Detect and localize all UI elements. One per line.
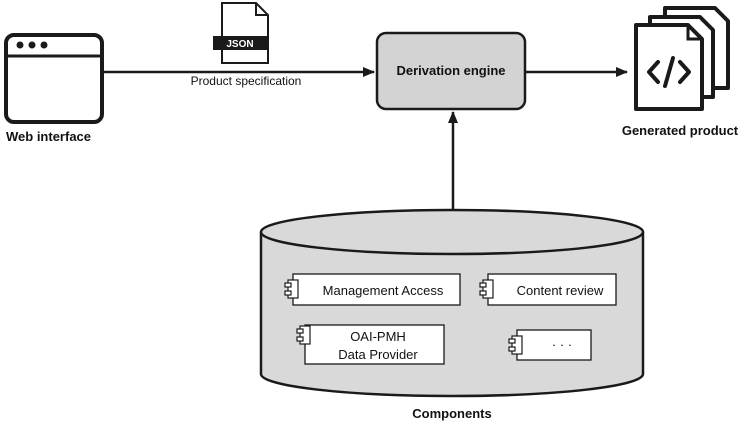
json-badge: JSON (226, 39, 253, 50)
component-icon (508, 335, 523, 355)
component-oai-pmh-data-provider: OAI-PMH Data Provider (296, 324, 445, 365)
component-label: Management Access (323, 283, 444, 298)
component-management-access: Management Access (284, 273, 461, 306)
component-label-line-2: Data Provider (338, 347, 418, 362)
component-more: · · · (508, 329, 592, 361)
generated-product-label: Generated product (622, 123, 739, 138)
component-icon (284, 279, 299, 299)
component-label: · · · (552, 337, 572, 352)
json-file-icon: JSON (213, 2, 269, 64)
components-label: Components (412, 406, 491, 421)
component-content-review: Content review (479, 273, 617, 306)
web-interface-label: Web interface (6, 129, 91, 144)
browser-window-icon (4, 33, 104, 124)
code-files-icon (634, 6, 730, 111)
component-icon (479, 279, 494, 299)
component-icon (296, 325, 311, 345)
derivation-engine-label: Derivation engine (396, 63, 505, 78)
component-label-line-1: OAI-PMH (350, 329, 406, 344)
product-specification-label: Product specification (191, 74, 302, 88)
component-label: Content review (517, 283, 604, 298)
derivation-engine-box (375, 31, 527, 111)
